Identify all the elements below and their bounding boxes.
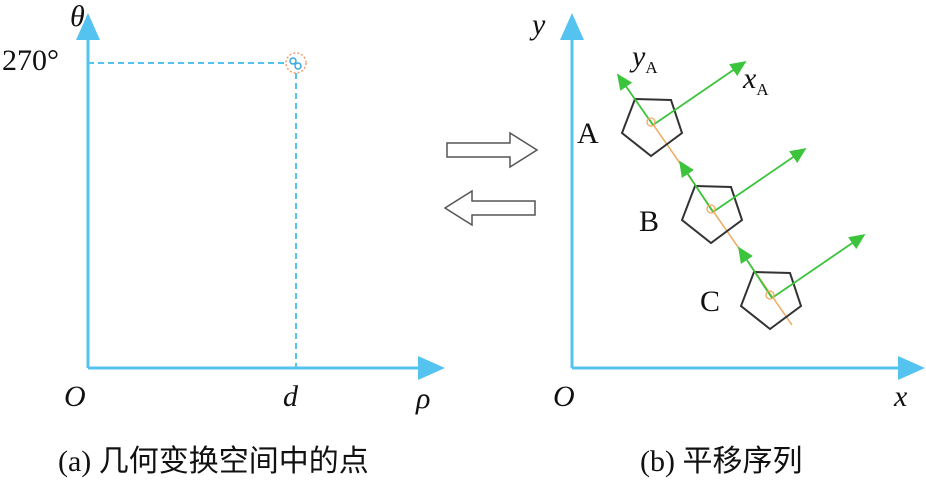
theta-tick-label: 270° (2, 44, 59, 77)
caption-b: (b) 平移序列 (640, 445, 803, 478)
left-origin-label: O (64, 380, 86, 413)
point-a-label: A (577, 117, 599, 150)
translation-path (649, 119, 793, 326)
right-origin-label: O (553, 380, 575, 413)
local-x-label: xA (743, 62, 769, 99)
rho-axis-label: ρ (416, 382, 431, 415)
origin-marker (765, 290, 775, 300)
theta-axis-label: θ (70, 0, 85, 33)
point-c-label: C (700, 285, 721, 318)
origin-marker (706, 204, 716, 214)
pentagon-a (620, 97, 684, 158)
point-marker (285, 52, 307, 74)
local-x-axis (712, 147, 807, 213)
local-y-axis (738, 246, 773, 299)
point-b-label: B (639, 205, 660, 238)
local-x-axis (652, 60, 747, 126)
origin-marker (646, 117, 656, 127)
pentagon-c (739, 270, 803, 331)
forward-arrow-icon (446, 131, 539, 169)
backward-arrow-icon (443, 189, 536, 227)
y-axis-label: y (532, 8, 546, 41)
local-y-label: yA (632, 40, 658, 77)
local-y-axis (679, 160, 714, 213)
pentagon-b (680, 184, 744, 245)
point-dot (294, 62, 302, 70)
local-y-axis (616, 73, 654, 126)
local-x-axis (771, 233, 866, 299)
rho-tick-label: d (283, 380, 298, 413)
point-dot (289, 57, 297, 65)
caption-a: (a) 几何变换空间中的点 (58, 445, 369, 478)
x-axis-label: x (894, 380, 908, 413)
